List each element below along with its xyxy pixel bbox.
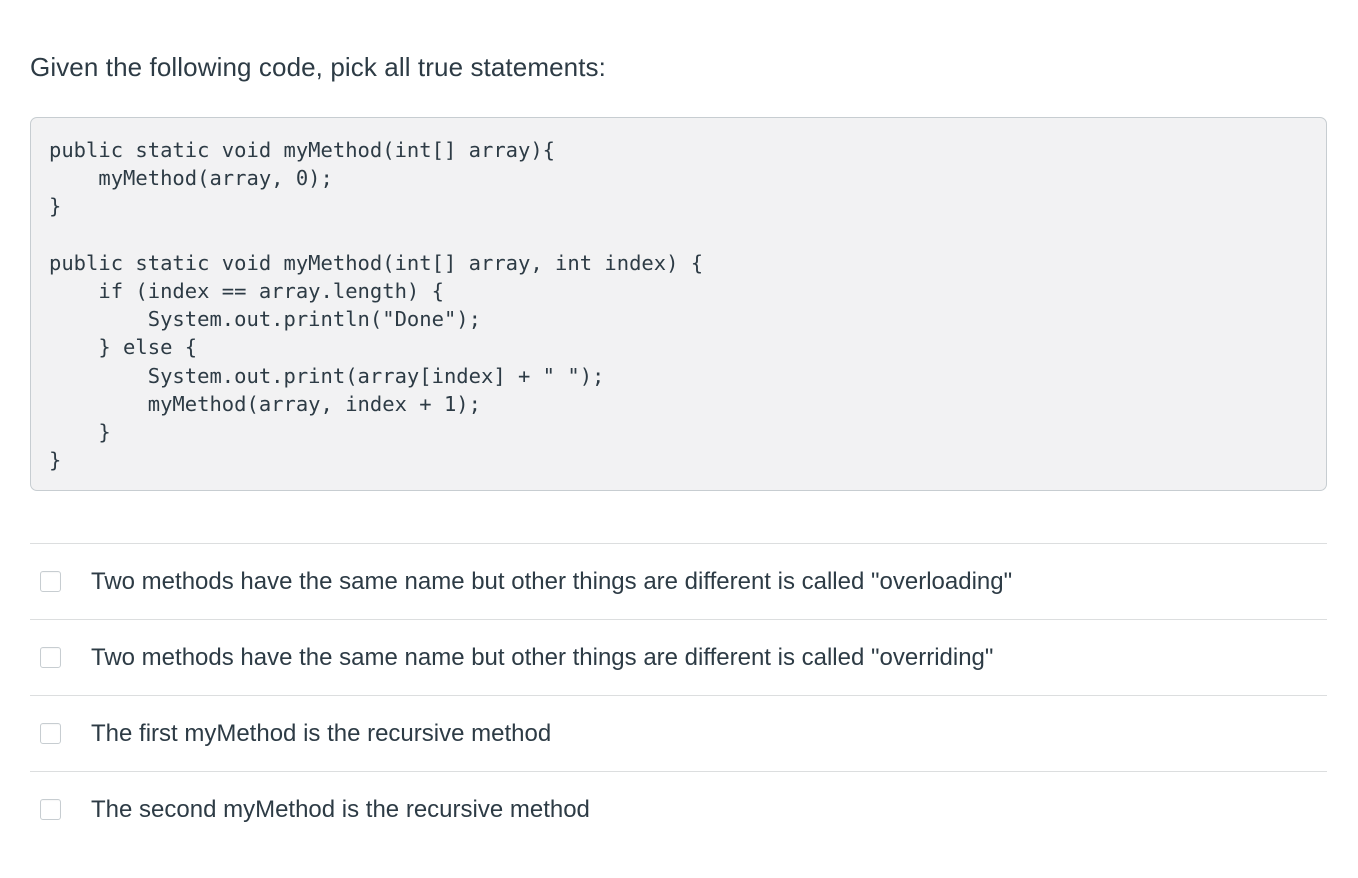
code-snippet: public static void myMethod(int[] array)… bbox=[49, 138, 704, 473]
answer-option-row[interactable]: Two methods have the same name but other… bbox=[30, 619, 1327, 695]
answer-option-row[interactable]: The second myMethod is the recursive met… bbox=[30, 771, 1327, 847]
checkbox-icon[interactable] bbox=[40, 799, 61, 820]
answer-option-label: The second myMethod is the recursive met… bbox=[91, 795, 590, 823]
checkbox-icon[interactable] bbox=[40, 571, 61, 592]
checkbox-icon[interactable] bbox=[40, 647, 61, 668]
checkbox-icon[interactable] bbox=[40, 723, 61, 744]
answer-option-row[interactable]: The first myMethod is the recursive meth… bbox=[30, 695, 1327, 771]
answer-option-label: The first myMethod is the recursive meth… bbox=[91, 719, 552, 747]
answer-options-list: Two methods have the same name but other… bbox=[30, 543, 1327, 847]
answer-option-label: Two methods have the same name but other… bbox=[91, 643, 994, 671]
code-block: public static void myMethod(int[] array)… bbox=[30, 117, 1327, 492]
question-prompt: Given the following code, pick all true … bbox=[30, 52, 606, 82]
answer-option-label: Two methods have the same name but other… bbox=[91, 567, 1013, 595]
answer-option-row[interactable]: Two methods have the same name but other… bbox=[30, 543, 1327, 619]
